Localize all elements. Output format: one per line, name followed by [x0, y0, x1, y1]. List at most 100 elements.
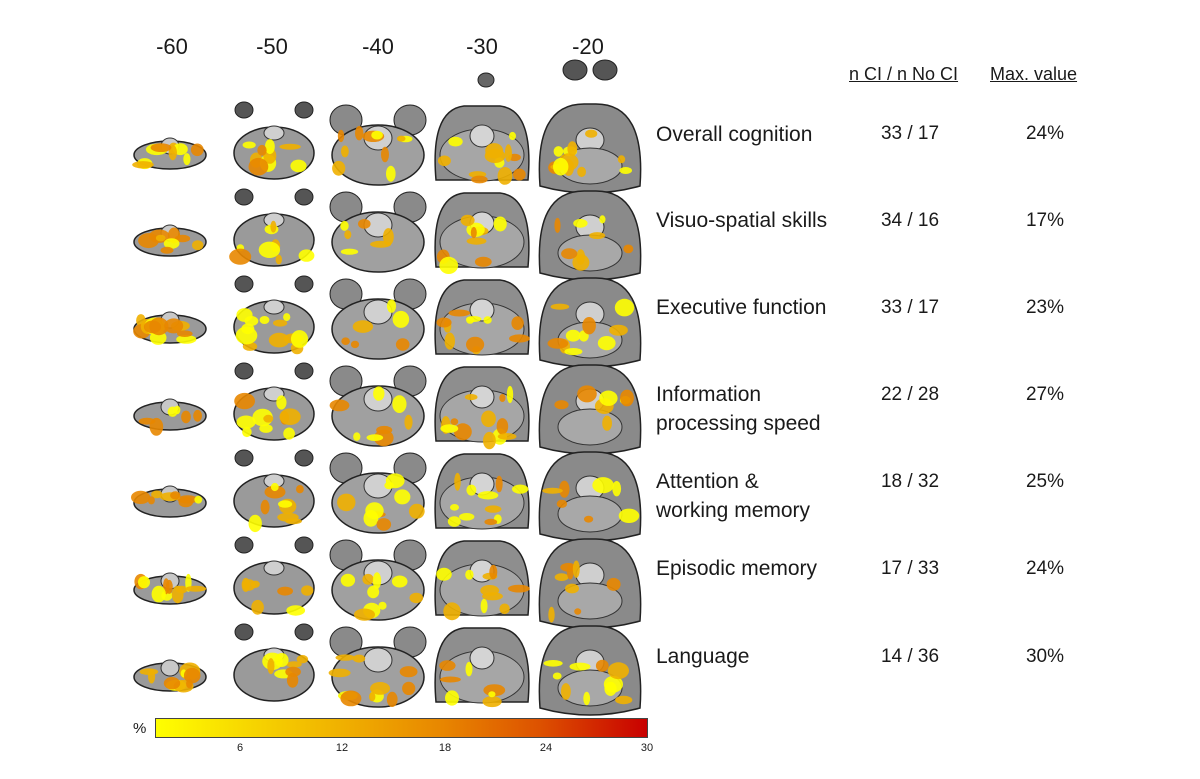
activation-blob — [352, 654, 366, 663]
activation-blob — [301, 585, 314, 596]
activation-blob — [577, 166, 586, 177]
activation-blob — [275, 254, 282, 265]
brain-slice — [233, 275, 315, 355]
brain-slice — [233, 449, 315, 533]
activation-blob — [234, 392, 256, 410]
activation-blob — [618, 508, 640, 523]
activation-blob — [542, 487, 563, 494]
activation-blob — [132, 161, 154, 169]
counts-value: 17 / 33 — [880, 558, 940, 579]
activation-blob — [381, 146, 389, 163]
activation-blob — [566, 564, 574, 580]
activation-blob — [340, 220, 349, 231]
domain-line: processing speed — [656, 412, 821, 435]
activation-blob — [464, 394, 478, 401]
activation-blob — [242, 141, 256, 149]
activation-blob — [340, 573, 356, 587]
brain-slice — [538, 451, 642, 542]
brain-slice — [233, 536, 315, 616]
activation-blob — [483, 431, 496, 450]
activation-blob — [454, 472, 461, 491]
brain-slices-grid — [131, 59, 642, 716]
activation-blob — [589, 232, 606, 240]
activation-blob — [395, 338, 410, 351]
activation-blob — [286, 661, 302, 668]
activation-blob — [138, 417, 156, 425]
activation-blob — [574, 608, 582, 615]
activation-blob — [471, 175, 488, 184]
activation-blob — [554, 573, 569, 581]
activation-blob — [484, 505, 502, 513]
domain-line: working memory — [656, 499, 811, 522]
domain-label-language: Language — [656, 642, 749, 671]
activation-blob — [151, 585, 166, 603]
activation-blob — [499, 394, 506, 402]
activation-blob — [572, 560, 580, 578]
activation-blob — [193, 409, 203, 422]
max-value: 17% — [1025, 210, 1065, 231]
activation-blob — [465, 569, 474, 580]
activation-blob — [439, 676, 461, 683]
activation-blob — [378, 601, 387, 610]
brain-slice — [131, 485, 207, 518]
activation-blob — [620, 389, 634, 407]
slice-label-5: -20 — [572, 34, 604, 59]
slice-label-4: -30 — [466, 34, 498, 59]
activation-blob — [369, 692, 376, 702]
activation-blob — [564, 348, 583, 356]
activation-blob — [614, 298, 635, 317]
domain-line: Overall cognition — [656, 123, 813, 146]
activation-blob — [569, 662, 591, 671]
activation-blob — [466, 237, 487, 245]
activation-blob — [444, 332, 455, 350]
activation-blob — [606, 577, 621, 591]
activation-blob — [470, 226, 477, 239]
max-value: 24% — [1025, 123, 1065, 144]
activation-blob — [350, 340, 360, 349]
activation-blob — [466, 484, 477, 496]
activation-blob — [485, 143, 504, 159]
domain-label-visuo-spatial: Visuo-spatial skills — [656, 206, 827, 235]
activation-blob — [371, 130, 383, 140]
activation-blob — [257, 144, 267, 156]
activation-blob — [163, 677, 181, 690]
activation-blob — [396, 135, 406, 142]
activation-blob — [366, 434, 384, 441]
counts-value: 33 / 17 — [880, 297, 940, 318]
slice-label-1: -60 — [156, 34, 188, 59]
activation-blob — [270, 220, 277, 233]
activation-blob — [573, 218, 588, 228]
activation-blob — [283, 313, 291, 322]
activation-blob — [259, 424, 273, 433]
activation-blob — [278, 500, 293, 508]
activation-blob — [164, 318, 184, 334]
domain-line: Language — [656, 645, 750, 668]
activation-blob — [553, 146, 564, 157]
activation-blob — [386, 691, 398, 708]
colorbar-tick: 6 — [236, 742, 244, 754]
activation-blob — [277, 586, 293, 596]
activation-blob — [554, 217, 561, 233]
activation-blob — [376, 518, 392, 531]
brain-slice — [229, 188, 315, 267]
max-value: 24% — [1025, 558, 1065, 579]
activation-blob — [341, 145, 349, 158]
activation-blob — [615, 695, 633, 705]
activation-blob — [623, 244, 634, 254]
activation-blob — [477, 491, 499, 500]
activation-blob — [340, 248, 359, 255]
activation-blob — [595, 659, 609, 672]
brain-slice — [434, 540, 530, 621]
activation-blob — [506, 385, 514, 404]
domain-line: Attention & — [656, 470, 759, 493]
activation-blob — [270, 482, 279, 492]
activation-blob — [190, 143, 204, 157]
domain-label-overall-cognition: Overall cognition — [656, 120, 812, 149]
activation-blob — [160, 246, 174, 254]
activation-blob — [370, 240, 392, 248]
activation-blob — [163, 238, 180, 249]
activation-blob — [181, 410, 191, 424]
activation-blob — [482, 696, 502, 708]
brain-slice — [538, 364, 642, 455]
activation-blob — [177, 330, 193, 338]
